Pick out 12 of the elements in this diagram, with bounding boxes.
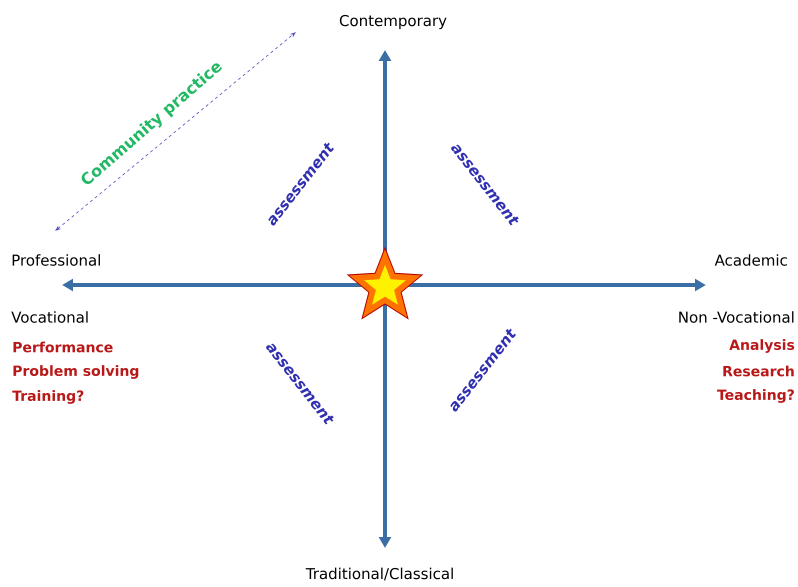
axis-label: Traditional/Classical	[306, 568, 453, 580]
list-item: Training?	[12, 390, 84, 404]
list-item: Research	[723, 366, 794, 376]
list-item: Problem solving	[14, 365, 138, 379]
axis-label: Academic	[714, 254, 787, 266]
axis-label: Vocational	[11, 311, 88, 323]
axis-label: Professional	[12, 254, 100, 266]
axis-label: Contemporary	[340, 14, 447, 30]
list-item: Analysis	[729, 339, 794, 353]
list-item: Performance	[14, 342, 113, 352]
list-item: Teaching?	[717, 389, 794, 403]
axis-label: Non -Vocational	[679, 311, 794, 323]
